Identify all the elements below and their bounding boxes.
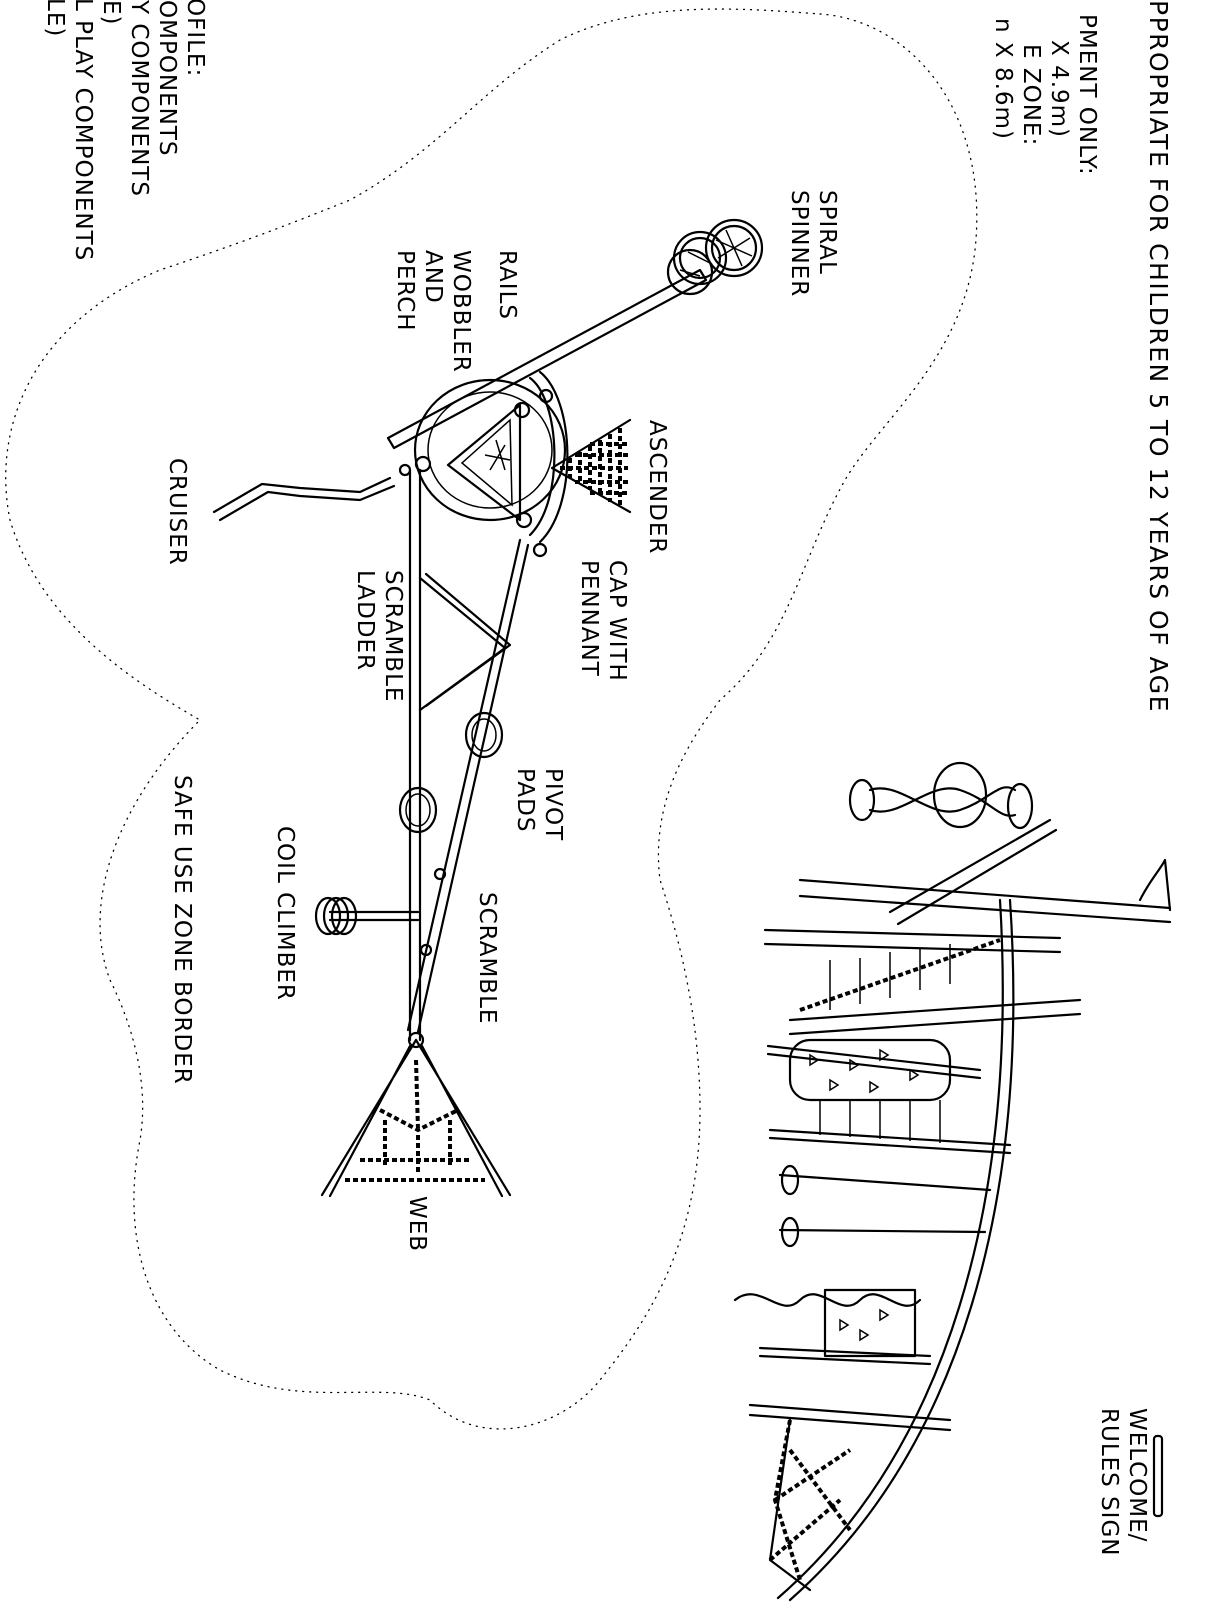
label-cap-pennant-1: CAP WITH: [604, 560, 630, 682]
label-wobbler-2: AND: [420, 250, 446, 304]
label-wobbler-1: WOBBLER: [448, 250, 474, 373]
label-safe-use-zone: SAFE USE ZONE BORDER: [169, 775, 195, 1085]
triangle-deck: [446, 403, 522, 522]
vertical-post: [408, 468, 422, 1042]
label-rails: RAILS: [494, 250, 520, 320]
label-spiral-spinner-1: SPIRAL: [814, 190, 840, 275]
label-pivot-pads-2: PADS: [512, 768, 538, 832]
label-cap-pennant-2: PENNANT: [576, 560, 602, 677]
label-welcome-sign-1: WELCOME/: [1124, 1408, 1150, 1542]
label-scramble-ladder-1: SCRAMBLE: [380, 570, 406, 702]
diagonal-rail: [406, 538, 530, 1034]
cruiser-bar: [212, 476, 396, 522]
welcome-sign-post: [1152, 1434, 1164, 1518]
profile-line-6: LE): [42, 0, 68, 37]
equipment-line-3: E ZONE:: [1018, 44, 1044, 146]
label-welcome-sign-2: RULES SIGN: [1096, 1408, 1122, 1556]
pivot-pad-2: [398, 786, 438, 834]
scramble-ladder-bars: [418, 572, 512, 712]
structure-elevation-view: [733, 761, 1172, 1602]
label-cruiser: CRUISER: [164, 458, 190, 566]
label-spiral-spinner-2: SPINNER: [786, 190, 812, 297]
equipment-line-2: X 4.9m): [1046, 40, 1072, 138]
label-coil-climber: COIL CLIMBER: [272, 826, 298, 1001]
label-web: WEB: [404, 1196, 430, 1252]
label-scramble-ladder-2: LADDER: [352, 570, 378, 671]
pivot-pad-1: [464, 711, 504, 759]
age-note-text: PPROPRIATE FOR CHILDREN 5 TO 12 YEARS OF…: [1144, 0, 1173, 713]
label-pivot-pads-1: PIVOT: [540, 768, 566, 841]
elevation-web-net: [768, 1419, 852, 1581]
profile-line-2: OMPONENTS: [154, 0, 180, 157]
profile-line-1: OFILE:: [182, 0, 208, 77]
rock-wall-panel-1: [788, 1038, 952, 1102]
profile-line-5: L PLAY COMPONENTS: [70, 0, 96, 261]
structure-plan-view: [212, 218, 764, 1198]
arch-curve-outer: [788, 898, 1015, 1602]
label-scramble: SCRAMBLE: [474, 892, 500, 1024]
coil-climber-shape: [314, 896, 420, 936]
spiral-spinner-wheel: [666, 218, 764, 296]
profile-line-4: E): [98, 0, 124, 26]
web-net: [320, 1031, 512, 1198]
label-wobbler-3: PERCH: [392, 250, 418, 332]
ascender-net: [550, 418, 632, 514]
profile-line-3: Y COMPONENTS: [126, 0, 152, 197]
central-deck-ring: [413, 378, 567, 522]
equipment-line-4: n X 8.6m): [990, 18, 1016, 140]
equipment-line-1: PMENT ONLY:: [1074, 14, 1100, 176]
arch-curve-inner: [776, 898, 1004, 1600]
label-ascender: ASCENDER: [644, 420, 670, 554]
rock-wall-panel-2: [823, 1288, 917, 1358]
elevation-spinner: [848, 761, 1034, 830]
